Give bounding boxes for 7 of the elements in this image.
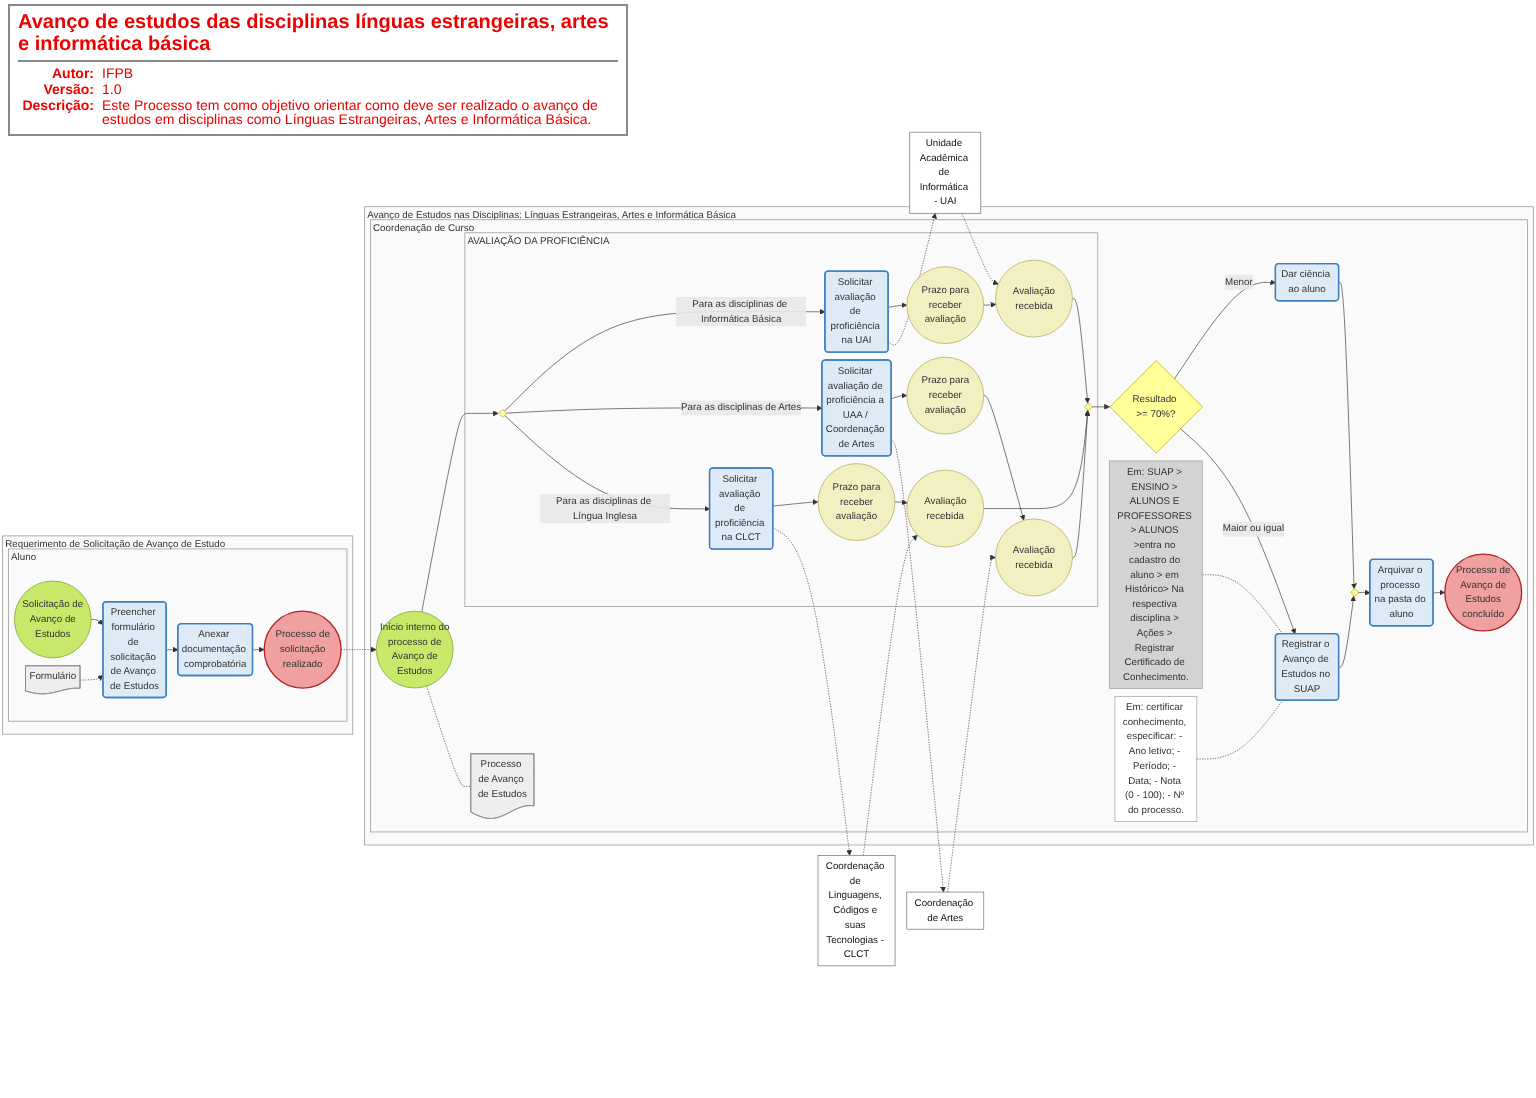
- connector: [1196, 700, 1284, 760]
- node-diamond: [498, 409, 507, 418]
- node-diamond: [1084, 402, 1093, 412]
- connector: [1201, 574, 1284, 635]
- diagram-title: Avanço de estudos das disciplinas línguas estrangeiras, artes e informática básica: [18, 12, 618, 62]
- connector: [426, 685, 472, 787]
- node-diamond: [1350, 588, 1359, 597]
